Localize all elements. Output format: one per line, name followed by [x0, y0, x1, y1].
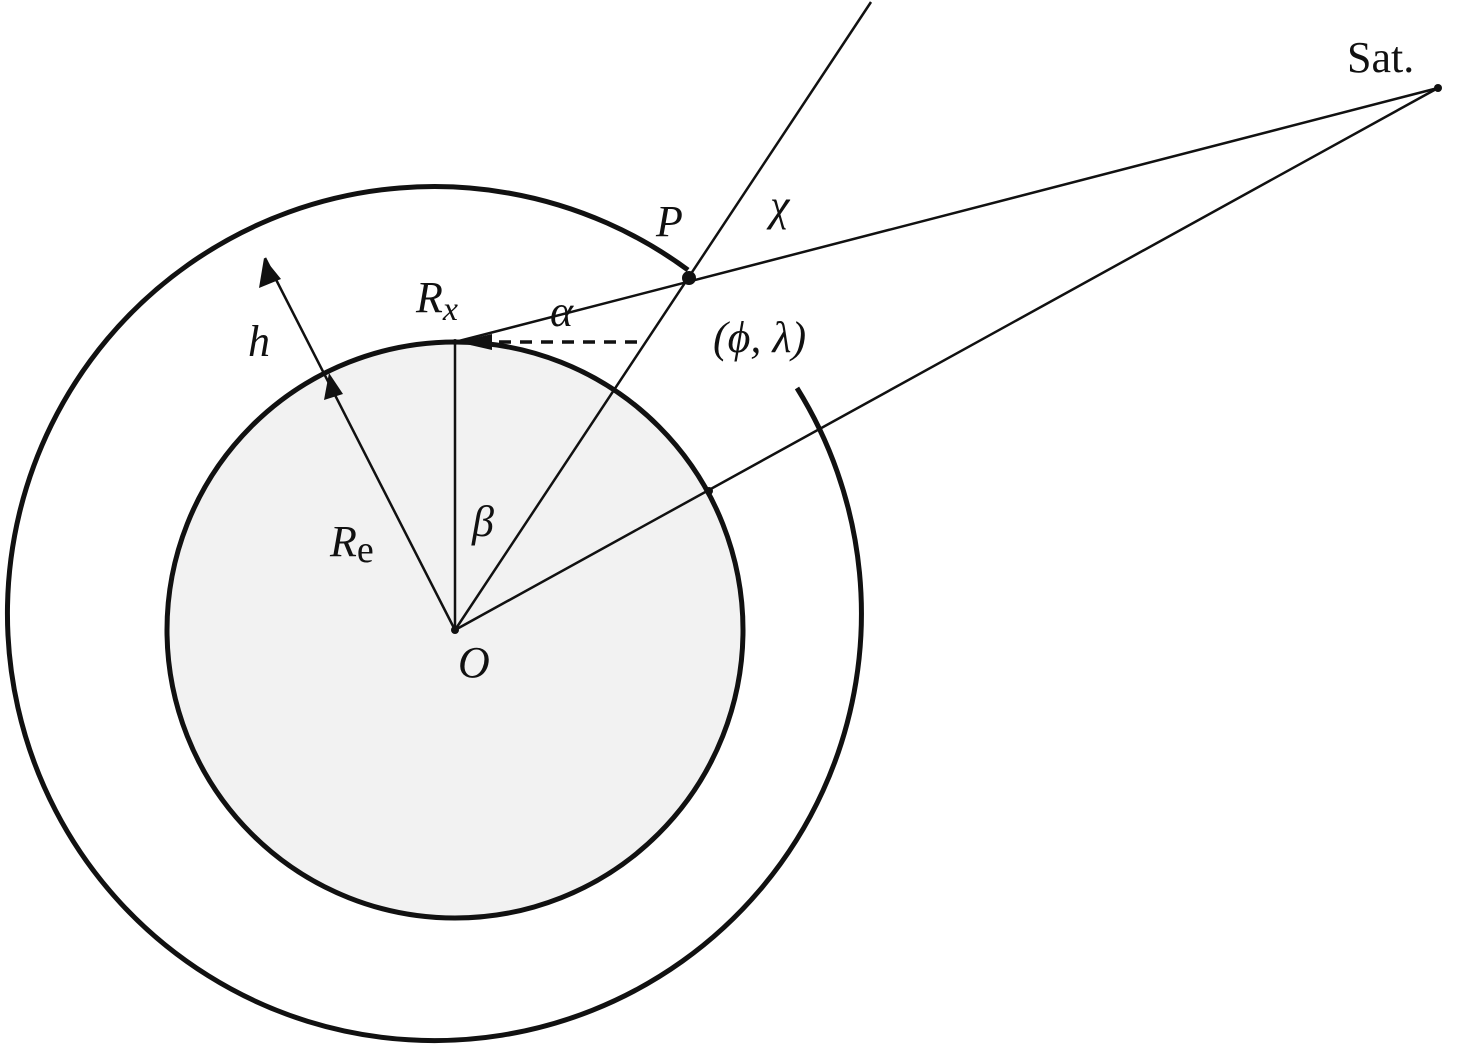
- radius-x-label: Rx: [415, 273, 458, 328]
- rx-dot: [452, 339, 458, 345]
- origin-dot: [451, 626, 459, 634]
- central-angle-label: β: [471, 497, 494, 546]
- coordinates-label: (ϕ, λ): [713, 313, 806, 362]
- arrowhead-dashed: [457, 334, 492, 350]
- earth-radius-subscript: e: [357, 529, 374, 571]
- arrowhead-earth-radius: [324, 373, 343, 400]
- ionosphere-shell-arc: [4, 184, 864, 1044]
- satellite-dot: [1434, 84, 1442, 92]
- zenith-line: [453, 1, 873, 631]
- zenith-angle-label: χ: [766, 181, 791, 230]
- radius-x-subscript: x: [442, 291, 458, 328]
- earth-radius-main: R: [329, 517, 357, 566]
- height-radius-line: [263, 257, 457, 631]
- earth-crossing-dot: [705, 487, 713, 495]
- arrowhead-shell-radius: [259, 258, 281, 288]
- satellite-label: Sat.: [1347, 33, 1414, 82]
- pierce-point-dot: [682, 271, 696, 285]
- height-label: h: [248, 317, 270, 366]
- pierce-point-label: P: [655, 197, 683, 246]
- earth-radius-label: Re: [329, 517, 374, 571]
- origin-label: O: [458, 638, 490, 687]
- radius-x-main: R: [415, 273, 443, 322]
- signal-path-line: [454, 86, 1439, 344]
- elevation-angle-label: α: [550, 287, 574, 336]
- origin-satellite-line: [454, 86, 1439, 632]
